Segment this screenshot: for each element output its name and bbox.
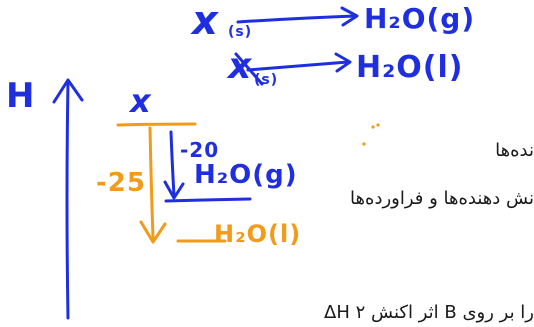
- liquid-product-label: H₂O(l): [214, 220, 302, 248]
- liquid-drop-arrowhead: [139, 220, 167, 244]
- enthalpy-axis: [65, 80, 70, 320]
- reaction-1-reactant: x: [192, 0, 219, 44]
- reaction-2-reactant: x: [228, 46, 253, 87]
- reaction-2-arrow: [246, 60, 350, 72]
- dot-2: [376, 123, 380, 127]
- gas-level: [164, 197, 252, 203]
- reaction-1-product: H₂O(g): [364, 2, 476, 35]
- reaction-1-arrowhead: [340, 6, 359, 27]
- printed-text-line-2: نش دهنده‌ها و فراورده‌ها: [350, 188, 534, 209]
- reactant-level: [116, 122, 197, 127]
- liquid-value-label: -25: [96, 168, 146, 198]
- dot-1: [371, 125, 375, 129]
- reaction-1-arrow: [236, 14, 357, 24]
- gas-product-label: H₂O(g): [194, 160, 298, 190]
- dot-3: [362, 142, 366, 146]
- reaction-1-reactant-state: (s): [228, 24, 253, 40]
- enthalpy-axis-arrowhead: [52, 78, 84, 104]
- liquid-drop-arrow: [148, 126, 155, 240]
- printed-text-line-3: ΔH ۲ اثر اکنش B را بر روی: [324, 302, 534, 323]
- start-label: x: [130, 82, 152, 120]
- gas-drop-arrowhead: [163, 180, 185, 200]
- printed-text-line-1: نده‌ها: [495, 140, 534, 161]
- reaction-2-product: H₂O(l): [356, 50, 464, 85]
- gas-drop-arrow: [169, 130, 176, 198]
- gas-value-label: -20: [180, 138, 220, 162]
- enthalpy-axis-label: H: [6, 76, 36, 116]
- reaction-2-strikeout: [234, 52, 264, 86]
- reaction-2-reactant-state: (s): [254, 72, 279, 88]
- reaction-2-arrowhead: [334, 52, 352, 73]
